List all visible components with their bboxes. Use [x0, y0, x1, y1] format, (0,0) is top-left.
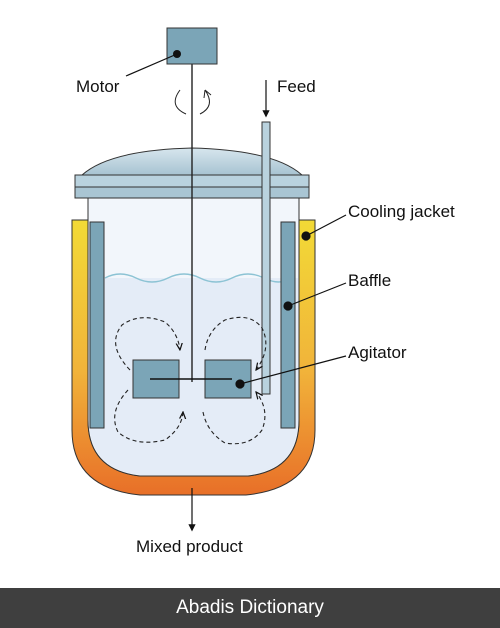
reactor-diagram: [71, 27, 347, 532]
baffle-right: [280, 221, 296, 429]
leader-lines: [125, 53, 347, 389]
flow-circulation-arrows: [114, 316, 267, 445]
liquid: [89, 278, 298, 475]
footer-banner: Abadis Dictionary: [0, 588, 500, 628]
cooling-jacket-label: Cooling jacket: [348, 202, 455, 221]
motor-box: [166, 27, 218, 65]
footer-text: Abadis Dictionary: [176, 597, 324, 618]
motor-label: Motor: [76, 77, 120, 96]
mixed-product-label: Mixed product: [136, 537, 243, 556]
agitator-label: Agitator: [348, 343, 407, 362]
feed-label: Feed: [277, 77, 316, 96]
feed-pipe: [261, 121, 271, 395]
rotation-arrow-icon: [174, 89, 210, 115]
baffle-label: Baffle: [348, 271, 392, 290]
baffle-left: [89, 221, 105, 429]
